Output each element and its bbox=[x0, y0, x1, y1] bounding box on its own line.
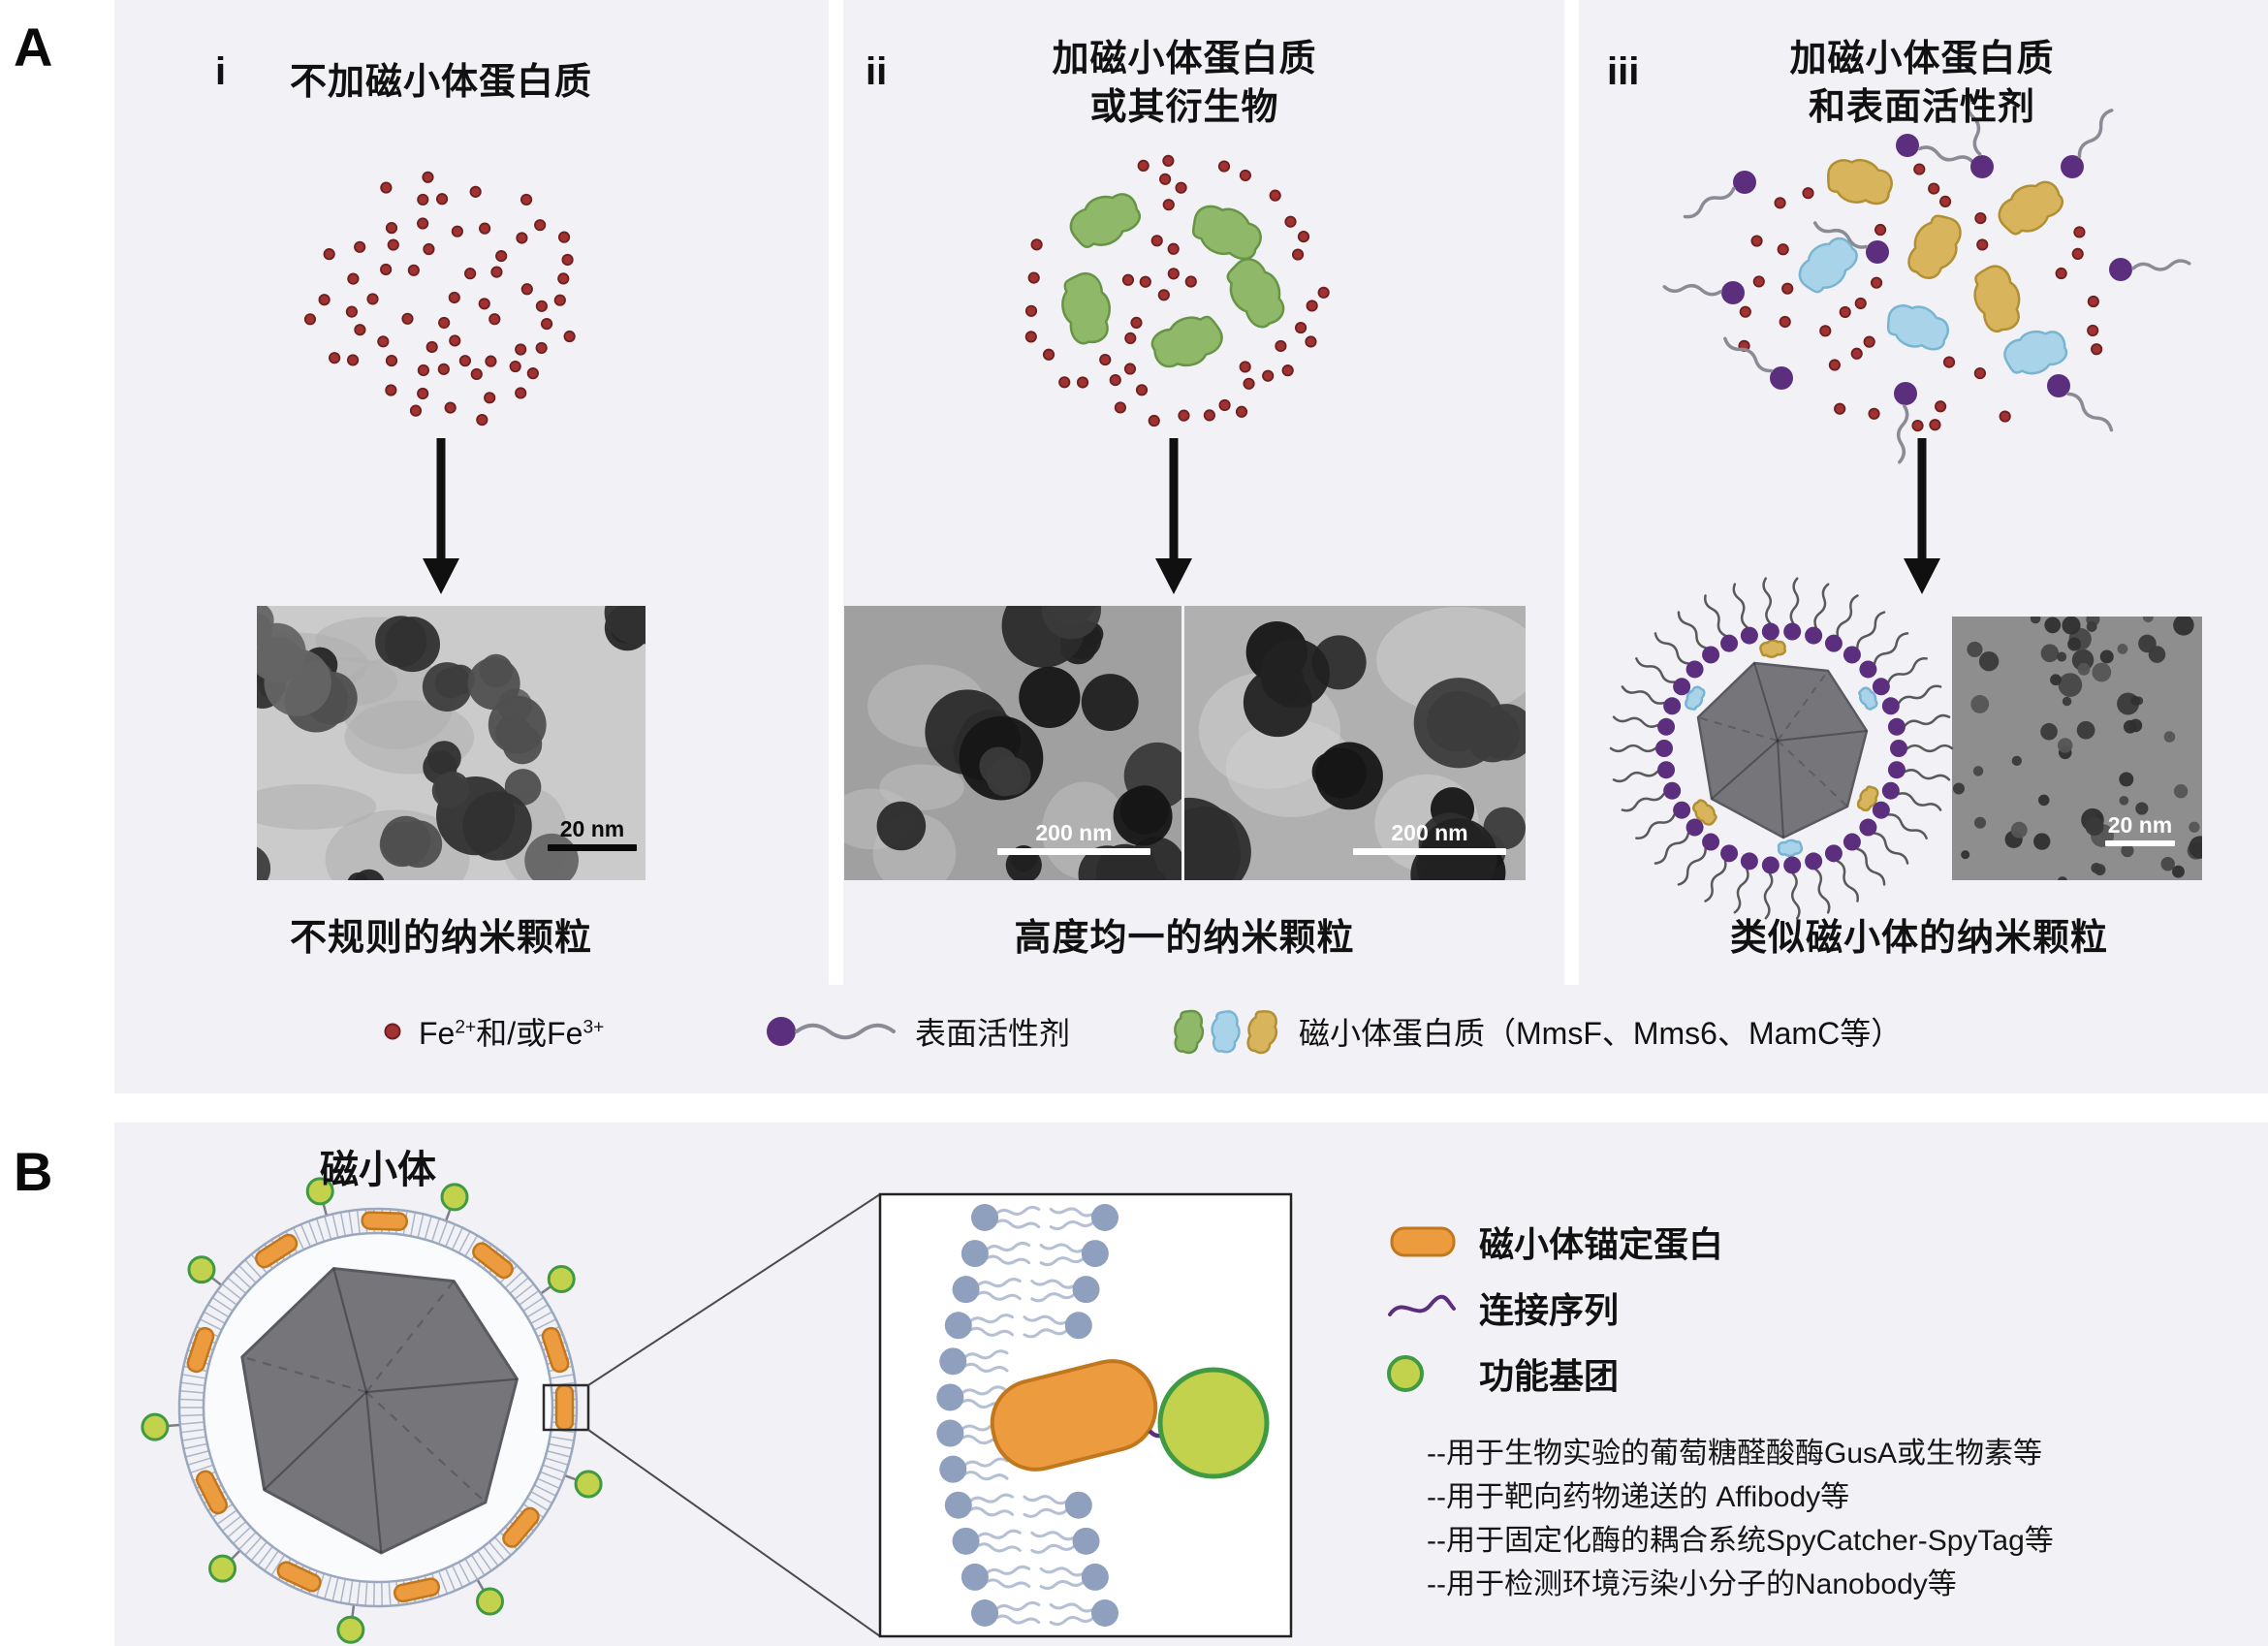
column-iii-index: iii bbox=[1607, 50, 1640, 93]
panel-b-illustrations bbox=[141, 1177, 1293, 1644]
fe-sup1: 2+ bbox=[455, 1017, 477, 1038]
legend-functional-group: 功能基团 bbox=[1384, 1346, 1619, 1401]
legend-proteins: 磁小体蛋白质（MmsF、Mms6、MamC等） bbox=[1165, 997, 1902, 1066]
note-line-1: --用于生物实验的葡萄糖醛酸酶GusA或生物素等 bbox=[1427, 1438, 2043, 1470]
column-i-caption: 不规则的纳米颗粒 bbox=[289, 918, 592, 959]
scale-bar-line bbox=[1353, 848, 1506, 855]
scale-bar-tem-ii-right: 200 nm bbox=[1353, 822, 1506, 855]
fe-text: Fe bbox=[419, 1016, 456, 1051]
functional-group-icon bbox=[1387, 1355, 1424, 1392]
scale-bar-line bbox=[548, 844, 637, 851]
legend-proteins-label: 磁小体蛋白质（MmsF、Mms6、MamC等） bbox=[1299, 1016, 1903, 1051]
scale-bar-label: 200 nm bbox=[1035, 820, 1113, 845]
legend-iron-label: Fe2+和/或Fe3+ bbox=[419, 1009, 604, 1054]
scale-bar-line bbox=[997, 848, 1150, 855]
panel-a-illustrations bbox=[257, 97, 2202, 920]
column-i-title: 不加磁小体蛋白质 bbox=[141, 58, 741, 107]
panel-a-label: A bbox=[14, 16, 53, 78]
column-iii-title-line1: 加磁小体蛋白质 bbox=[1789, 39, 2055, 79]
column-divider-1 bbox=[829, 0, 843, 985]
column-iii-title-line2: 和表面活性剂 bbox=[1808, 87, 2035, 129]
note-line-3: --用于固定化酶的耦合系统SpyCatcher-SpyTag等 bbox=[1427, 1525, 2054, 1557]
scale-bar-tem-iii: 20 nm bbox=[2105, 814, 2175, 846]
linker-sequence-icon bbox=[1388, 1294, 1456, 1316]
scale-bar-tem-i: 20 nm bbox=[548, 818, 637, 851]
scale-bar-label: 200 nm bbox=[1391, 820, 1468, 845]
anchor-protein-icon bbox=[1390, 1226, 1456, 1257]
column-ii-index: ii bbox=[866, 50, 888, 93]
legend-iron: Fe2+和/或Fe3+ bbox=[380, 997, 604, 1066]
panel-b-label: B bbox=[14, 1141, 53, 1202]
column-iii-caption: 类似磁小体的纳米颗粒 bbox=[1729, 918, 2108, 959]
legend-linker: 连接序列 bbox=[1384, 1281, 1619, 1335]
column-i-title-line1: 不加磁小体蛋白质 bbox=[289, 62, 592, 103]
legend-anchor-label: 磁小体锚定蛋白 bbox=[1479, 1224, 1724, 1264]
column-ii-title: 加磁小体蛋白质 或其衍生物 bbox=[884, 35, 1485, 132]
scale-bar-line bbox=[2105, 840, 2175, 846]
magnetosome-title: 磁小体 bbox=[320, 1149, 436, 1191]
column-iii-title: 加磁小体蛋白质 和表面活性剂 bbox=[1622, 35, 2222, 132]
column-ii-title-line2: 或其衍生物 bbox=[1089, 87, 1279, 129]
scale-bar-tem-ii-left: 200 nm bbox=[997, 822, 1150, 855]
magnetosome-proteins-icon bbox=[1165, 997, 1285, 1066]
fe-sup2: 3+ bbox=[583, 1017, 605, 1038]
legend-linker-label: 连接序列 bbox=[1479, 1290, 1620, 1330]
panel-a-background bbox=[114, 0, 2268, 1093]
note-line-4: --用于检测环境污染小分子的Nanobody等 bbox=[1427, 1568, 1957, 1600]
fe-mid: 和/或Fe bbox=[476, 1016, 583, 1051]
legend-surfactant: 表面活性剂 bbox=[764, 997, 1070, 1066]
iron-ion-icon bbox=[384, 1023, 401, 1040]
legend-functional-label: 功能基团 bbox=[1479, 1356, 1620, 1396]
column-ii-caption: 高度均一的纳米颗粒 bbox=[1014, 918, 1355, 959]
scale-bar-label: 20 nm bbox=[559, 816, 625, 841]
column-ii-title-line1: 加磁小体蛋白质 bbox=[1052, 39, 1317, 79]
note-line-2: --用于靶向药物递送的 Affibody等 bbox=[1427, 1481, 1850, 1513]
legend-surfactant-label: 表面活性剂 bbox=[915, 1016, 1071, 1051]
legend-anchor-protein: 磁小体锚定蛋白 bbox=[1384, 1215, 1723, 1269]
column-divider-2 bbox=[1564, 0, 1579, 985]
scale-bar-label: 20 nm bbox=[2107, 812, 2173, 838]
column-i-index: i bbox=[215, 50, 227, 93]
surfactant-icon bbox=[767, 1017, 896, 1046]
